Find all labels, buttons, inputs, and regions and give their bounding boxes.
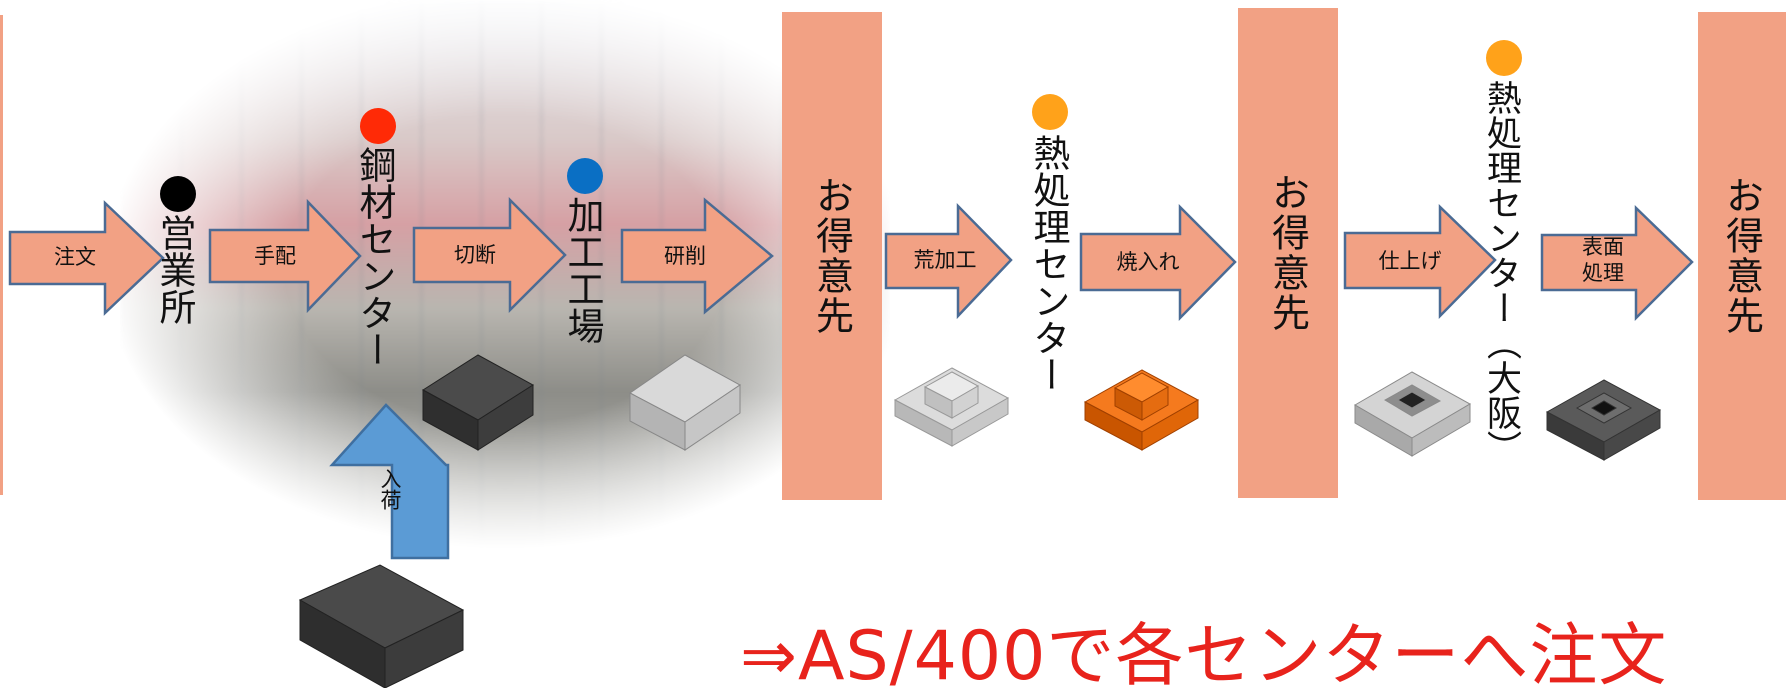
sales-office-dot [160, 176, 196, 212]
stepped-orange-part [1083, 369, 1200, 451]
as400-order-note: ⇒AS/400で各センターへ注文 [740, 617, 1668, 696]
customer-edge-bar [0, 15, 3, 495]
surface-treated-part [1545, 379, 1662, 461]
arrange-label: 手配 [254, 244, 296, 268]
grinding-label: 研削 [664, 244, 706, 268]
cutting-arrow [412, 196, 567, 314]
customer-box-2: お得意先 [1238, 8, 1338, 498]
quenching-label: 焼入れ [1116, 250, 1180, 274]
heat-treatment-center-osaka-dot [1486, 40, 1522, 76]
heat-treatment-center-dot [1032, 94, 1068, 130]
stepped-grey-part [893, 367, 1010, 447]
dark-block-large [298, 564, 465, 688]
heat-treatment-center-label: 熱処理センター [1027, 134, 1070, 393]
finishing-arrow [1343, 204, 1497, 320]
surface-treatment-label: 表面 処理 [1582, 235, 1624, 286]
finished-grey-part [1354, 371, 1472, 457]
grey-block [629, 354, 741, 451]
arrange-arrow [208, 198, 362, 314]
receiving-label: 入荷 [378, 468, 402, 510]
processing-plant-dot [567, 158, 603, 194]
finishing-label: 仕上げ [1378, 249, 1442, 273]
receiving-arrow [329, 403, 450, 560]
order-label: 注文 [54, 245, 96, 269]
customer-box-1: お得意先 [782, 12, 882, 500]
quenching-arrow [1079, 203, 1237, 322]
processing-plant-label: 加工工場 [561, 196, 604, 344]
customer-box-3: お得意先 [1698, 12, 1786, 500]
rough-machining-label: 荒加工 [913, 248, 977, 272]
grinding-arrow [620, 197, 774, 315]
steel-center-label: 鋼材センター [353, 146, 396, 368]
sales-office-label: 営業所 [153, 214, 196, 325]
steel-center-dot [360, 108, 396, 144]
surface-treatment-arrow [1540, 205, 1694, 322]
order-arrow [8, 200, 165, 316]
rough-machining-arrow [884, 202, 1013, 320]
heat-treatment-center-osaka-label: 熱処理センター（大阪） [1481, 80, 1521, 465]
cutting-label: 切断 [454, 243, 496, 267]
dark-block-small [422, 354, 534, 451]
